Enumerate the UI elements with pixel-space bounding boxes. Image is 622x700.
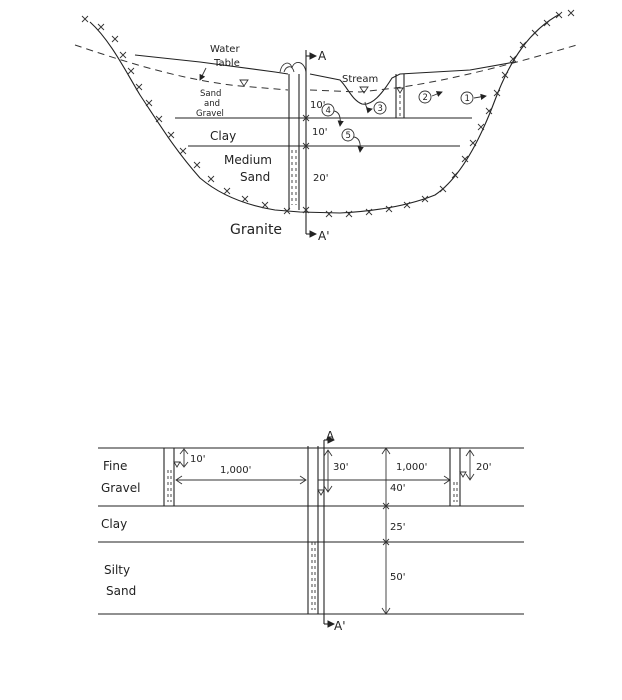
- medium-sand-label-2: Sand: [240, 170, 270, 184]
- clay-thickness-label-bottom: 25': [390, 522, 405, 533]
- point-1: 1: [460, 91, 487, 105]
- observation-well: [395, 74, 405, 118]
- medium-sand-thickness-label: 20': [313, 173, 328, 184]
- sand-gravel-label-3: Gravel: [196, 109, 224, 119]
- sand-gravel-label-1: Sand: [200, 89, 221, 99]
- silty-sand-label-1: Silty: [104, 563, 130, 577]
- sand-gravel-label-2: and: [204, 99, 220, 109]
- granite-label: Granite: [230, 222, 282, 238]
- svg-text:4: 4: [326, 106, 331, 116]
- valley-outline: [89, 13, 561, 214]
- granite-hatching: [81, 9, 575, 218]
- section-a-label-top: A: [318, 49, 327, 63]
- stream-water-marker: [359, 86, 369, 94]
- central-well-bottom: [307, 446, 325, 614]
- bottom-cross-section: 10' 1,000' A A' 30' 1,000': [98, 429, 524, 633]
- fine-gravel-label-2: Gravel: [101, 481, 140, 495]
- center-drawdown-label: 30': [333, 462, 348, 473]
- left-distance-label: 1,000': [220, 465, 251, 476]
- point-3: 3: [364, 101, 387, 115]
- medium-sand-label-1: Medium: [224, 153, 272, 167]
- right-distance-label: 1,000': [396, 462, 427, 473]
- section-a-label-bottom: A: [326, 429, 335, 443]
- section-a-prime-label-bottom: A': [334, 619, 346, 633]
- clay-label-bottom: Clay: [101, 517, 127, 531]
- water-table-line: [74, 43, 581, 93]
- clay-thickness-label: 10': [312, 127, 327, 138]
- sand-thickness-label: 10': [310, 100, 325, 111]
- clay-label-top: Clay: [210, 129, 236, 143]
- gravel-thickness-label: 40': [390, 483, 405, 494]
- point-4: 4: [321, 103, 344, 127]
- central-well: [279, 62, 307, 210]
- left-observation-well: [163, 448, 181, 506]
- point-5: 5: [341, 128, 364, 153]
- fine-gravel-label-1: Fine: [103, 459, 127, 473]
- point-2: 2: [418, 90, 443, 104]
- right-drawdown-label: 20': [476, 462, 491, 473]
- svg-text:1: 1: [465, 94, 470, 104]
- svg-text:2: 2: [423, 93, 428, 103]
- water-table-marker: [239, 79, 249, 87]
- stream-label: Stream: [342, 74, 378, 85]
- svg-text:3: 3: [378, 104, 383, 114]
- left-drawdown-label: 10': [190, 454, 205, 465]
- right-observation-well: [449, 448, 467, 506]
- silty-sand-thickness-label: 50': [390, 572, 405, 583]
- top-cross-section: A A' 10' 10' 20' Water Table Stream Sand…: [74, 9, 581, 243]
- section-a-prime-label-top: A': [318, 229, 330, 243]
- silty-sand-label-2: Sand: [106, 584, 136, 598]
- svg-text:5: 5: [346, 131, 351, 141]
- water-table-label-2: Table: [213, 58, 240, 69]
- ground-surface: [134, 54, 516, 105]
- water-table-label-1: Water: [210, 44, 240, 55]
- fountain-icon: [279, 62, 307, 73]
